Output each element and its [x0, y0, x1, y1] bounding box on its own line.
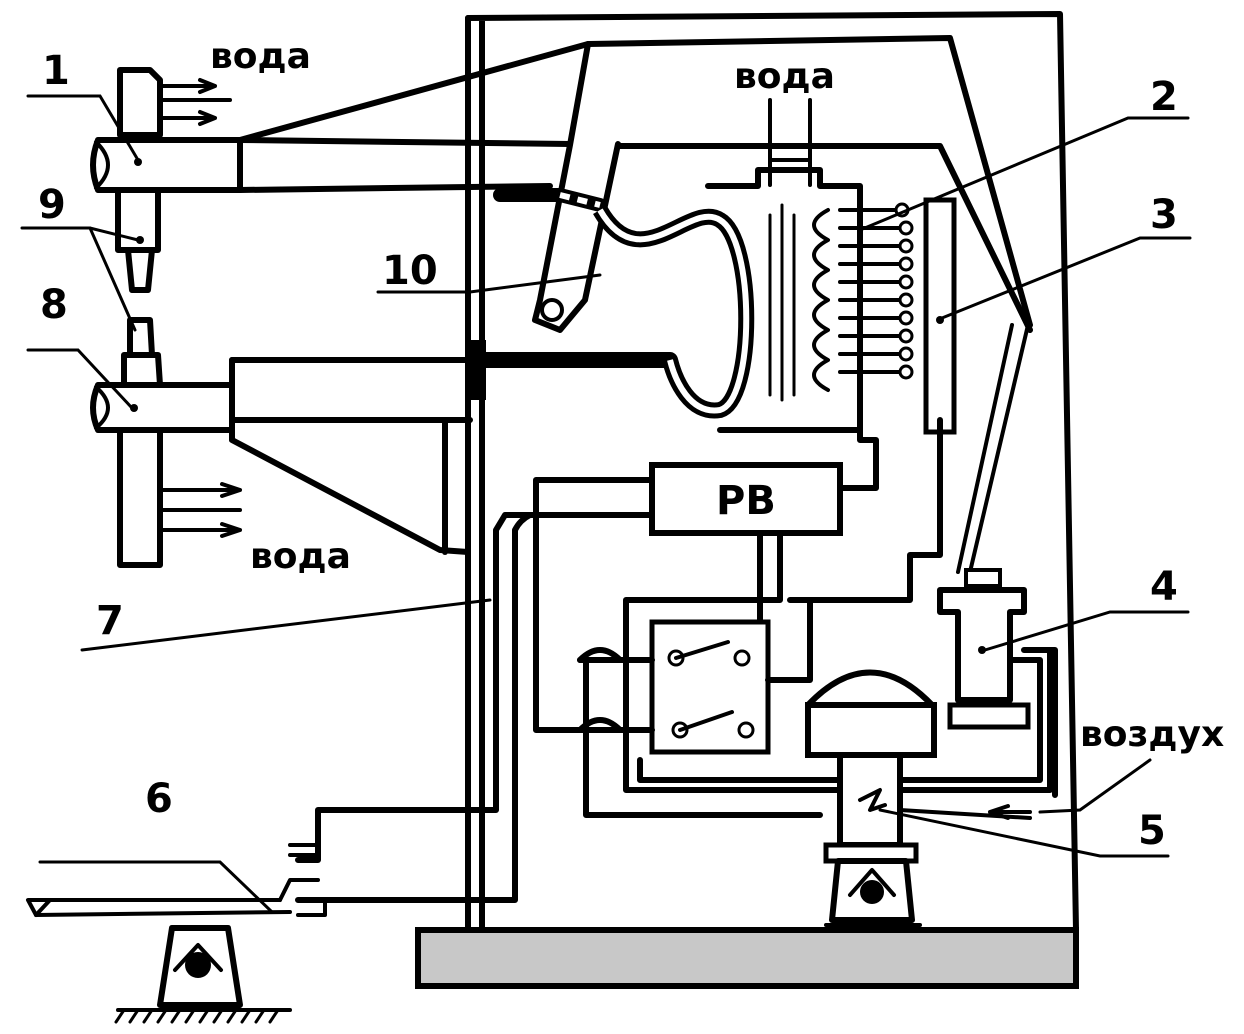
leader-lines [20, 94, 1192, 914]
part-numbers: 1 2 3 4 5 6 7 8 9 10 [38, 48, 1178, 854]
label-5: 5 [1138, 808, 1166, 854]
air-label: воздух [1080, 714, 1224, 755]
upper-electrode-holder [90, 67, 243, 293]
water-label-bottom-left: вода [250, 536, 351, 577]
label-4: 4 [1150, 564, 1178, 610]
upper-holder-dot [134, 158, 142, 166]
upper-arm [237, 35, 1033, 333]
medium-labels: вода вода вода воздух РВ [210, 36, 1224, 755]
flexible-bus [470, 188, 755, 419]
relay-box [649, 462, 843, 536]
upper-electrode-dot [136, 236, 144, 244]
machine-base [415, 927, 1079, 989]
label-3: 3 [1150, 192, 1178, 238]
label-9: 9 [38, 182, 66, 228]
water-label-top-center: вода [734, 56, 835, 97]
relay-label: РВ [716, 478, 776, 524]
time-relay [295, 427, 1053, 903]
label-10: 10 [382, 248, 438, 294]
lower-arm [229, 357, 473, 555]
label-2: 2 [1150, 74, 1178, 120]
air-valve [805, 669, 1032, 927]
label-7: 7 [96, 598, 124, 644]
water-label-top-left: вода [210, 36, 311, 77]
transformer-primary-coil [812, 202, 914, 392]
label-8: 8 [40, 282, 68, 328]
switch-block [577, 597, 823, 818]
transformer [615, 98, 1033, 435]
pneumatic-cylinder [637, 323, 1058, 798]
lower-electrode-holder [90, 317, 242, 568]
label-1: 1 [42, 48, 70, 94]
foot-pedal [26, 843, 327, 1024]
machine-housing [415, 11, 1079, 989]
upper-arm-pivot [540, 298, 564, 322]
label-6: 6 [145, 776, 173, 822]
